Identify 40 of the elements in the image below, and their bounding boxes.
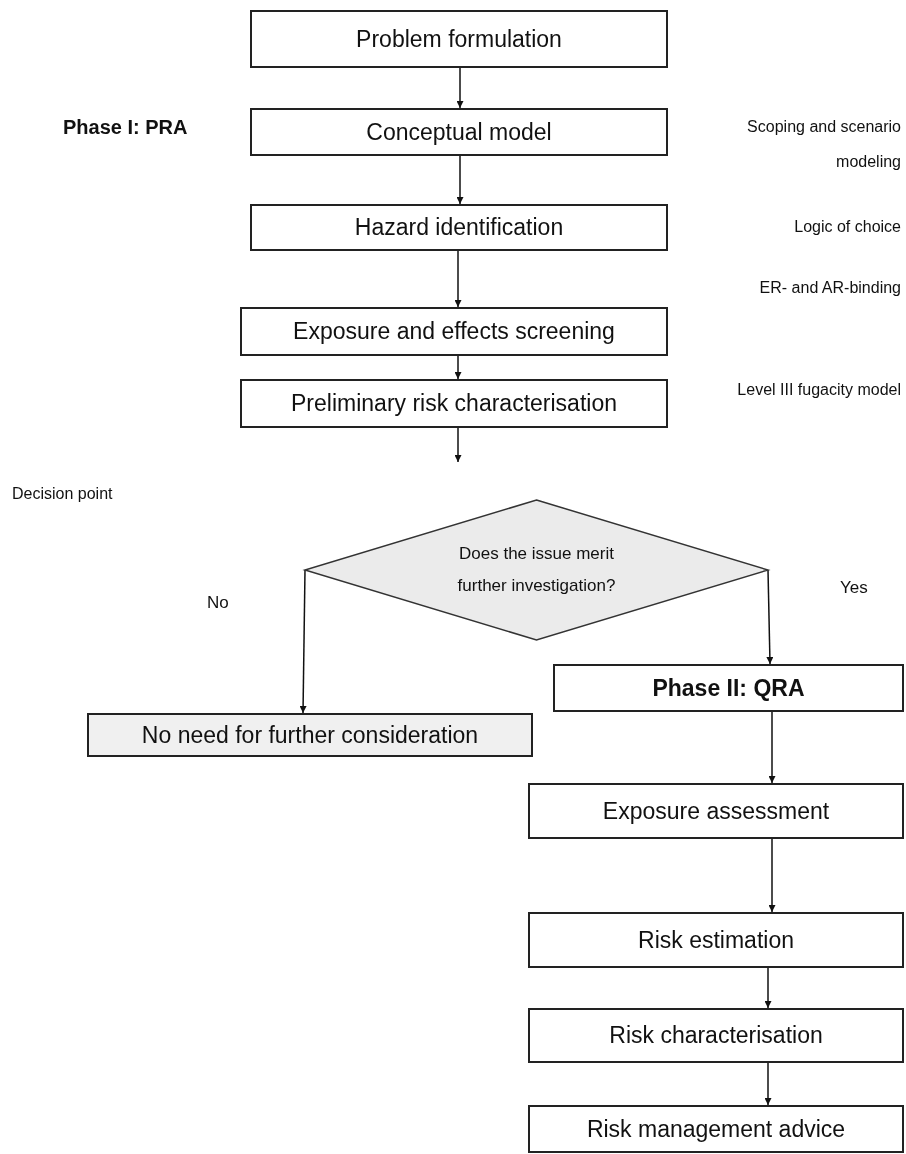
- arrow: [768, 711, 776, 784]
- arrow: [764, 967, 772, 1009]
- process-box: [250, 10, 668, 68]
- process-box: [528, 783, 904, 839]
- box-label: Problem formulation: [356, 25, 562, 53]
- arrow: [299, 569, 307, 714]
- box-label: Preliminary risk characterisation: [291, 390, 617, 417]
- process-box: [553, 664, 904, 712]
- process-box: [528, 1008, 904, 1063]
- process-box: [250, 204, 668, 251]
- arrow: [456, 155, 464, 205]
- note-text: Level III fugacity model: [736, 380, 901, 400]
- arrow: [454, 355, 462, 380]
- note-text: ER- and AR-binding: [758, 278, 901, 298]
- box-label: Phase II: QRA: [652, 674, 805, 702]
- process-box: [250, 108, 668, 156]
- process-box: [87, 713, 533, 757]
- box-label: No need for further consideration: [141, 721, 479, 749]
- phase-heading: Phase I: PRA: [63, 116, 188, 139]
- box-label: Hazard identification: [354, 214, 564, 241]
- arrow: [764, 1062, 772, 1106]
- arrow: [766, 569, 774, 665]
- arrow: [768, 838, 776, 913]
- box-label: Risk characterisation: [609, 1022, 823, 1049]
- process-box: [528, 912, 904, 968]
- decision-question: Does the issue merit further investigation?: [456, 542, 617, 597]
- box-label: Risk management advice: [586, 1115, 846, 1143]
- note-text: Scoping and scenario modeling: [746, 117, 901, 173]
- process-box: [528, 1105, 904, 1153]
- note-text: Decision point: [12, 485, 113, 503]
- box-label: Exposure and effects screening: [293, 318, 615, 345]
- box-label: Conceptual model: [366, 118, 552, 146]
- arrow: [456, 67, 464, 109]
- process-box: [240, 307, 668, 356]
- arrow: [454, 250, 462, 308]
- box-label: Risk estimation: [638, 926, 794, 954]
- process-box: [240, 379, 668, 428]
- note-text: Logic of choice: [793, 217, 901, 237]
- arrow: [454, 427, 462, 463]
- box-label: Exposure assessment: [602, 797, 830, 825]
